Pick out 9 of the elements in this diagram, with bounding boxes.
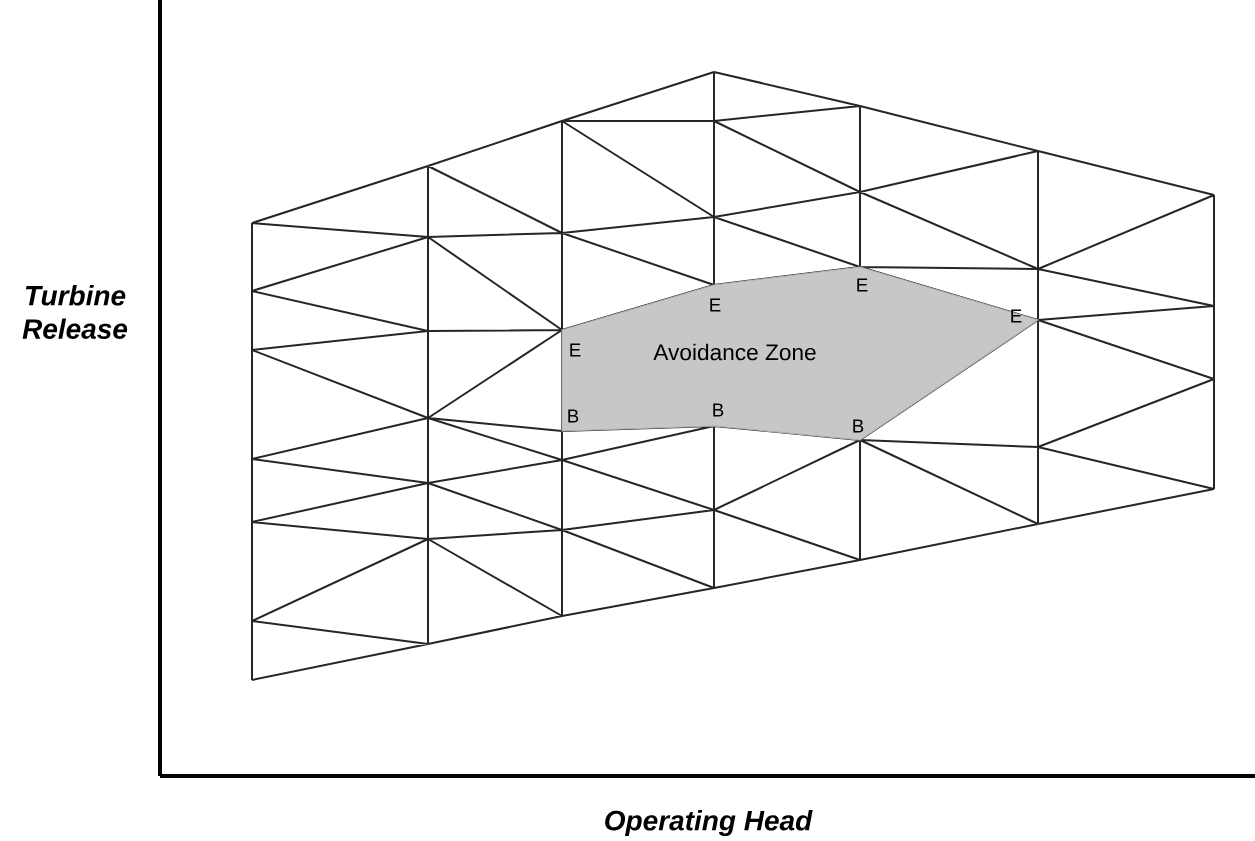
axis-label: Operating Head [605, 809, 813, 837]
vertex-letter: E [857, 278, 868, 292]
vertex-letter: B [853, 419, 864, 433]
vertex-letter: B [713, 403, 724, 417]
vertex-letter: B [568, 409, 579, 423]
vertex-letter: E [710, 298, 721, 312]
axis-label: Turbine Release [22, 285, 128, 339]
vertex-letter: E [570, 343, 581, 357]
vertex-letter: E [1011, 309, 1022, 323]
